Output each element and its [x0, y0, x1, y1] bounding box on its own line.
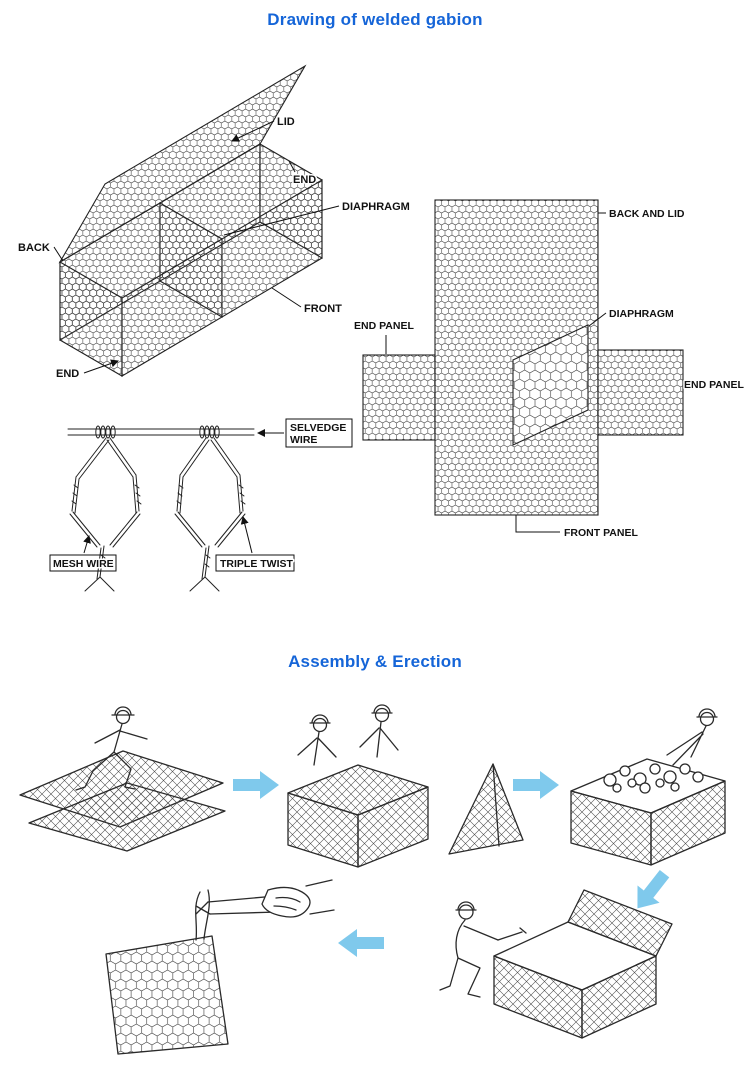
gabion-box: [493, 889, 673, 1039]
label-end-top: END: [293, 174, 316, 186]
label-front-panel: FRONT PANEL: [564, 527, 638, 539]
arrow-left-icon: [338, 929, 384, 957]
section-title-drawing: Drawing of welded gabion: [267, 10, 483, 29]
label-triple-twist: TRIPLE TWIST: [220, 558, 293, 570]
iso-box-faces: [58, 64, 323, 377]
flat-leader-lines: [385, 212, 607, 533]
end-bottom-leader-line: [83, 359, 119, 374]
arrow-down-left-icon: [637, 869, 670, 909]
worker-figure-2: [359, 704, 399, 758]
selvedge-coils: [95, 425, 220, 439]
label-front: FRONT: [304, 303, 342, 315]
triple-twist-label-box: [215, 554, 295, 572]
arrow-right-icon: [513, 771, 559, 799]
wire-detail-callouts: SELVEDGE WIRE MESH WIRE TRIPLE TWIST: [49, 418, 353, 572]
iso-gabion-diagram: LID END DIAPHRAGM BACK FRONT END: [17, 64, 412, 382]
front-panel-leader-line: [515, 515, 560, 533]
mesh-wire-arrow: [83, 535, 91, 554]
iso-leader-lines: [53, 120, 340, 374]
label-back-and-lid: BACK AND LID: [609, 208, 685, 220]
end-panel-right: [597, 349, 684, 436]
wire-detail-diagram: SELVEDGE WIRE MESH WIRE TRIPLE TWIST: [49, 418, 353, 592]
iso-labels: LID END DIAPHRAGM BACK FRONT END: [17, 115, 412, 382]
label-lid: LID: [277, 116, 295, 128]
flow-arrow-left: [338, 929, 384, 957]
mesh-wire-label-box: [49, 554, 117, 572]
hard-hat: [371, 704, 393, 714]
label-diaphragm: DIAPHRAGM: [609, 308, 674, 320]
diaphragm-flap: [512, 324, 589, 446]
flat-pattern-diagram: BACK AND LID END PANEL DIAPHRAGM END PAN…: [353, 199, 746, 541]
hard-hat: [309, 714, 331, 724]
assembly-step-fill-illustration: [570, 708, 726, 866]
worker-figure-crouching: [439, 901, 527, 998]
front-panel: [121, 179, 323, 377]
hard-hat: [455, 901, 477, 911]
stones: [603, 763, 704, 794]
label-selvedge-line2: WIRE: [290, 434, 317, 446]
hand-tool: [497, 927, 527, 941]
gabion-box: [287, 764, 429, 868]
front-leader-line: [271, 287, 302, 308]
lid-flap: [567, 889, 673, 957]
label-back: BACK: [18, 242, 50, 254]
label-end-panel-right: END PANEL: [684, 379, 744, 391]
arrow-right-icon: [233, 771, 279, 799]
selvedge-bar: [67, 428, 255, 436]
end-top-leader-line: [288, 160, 296, 173]
flow-arrow-right-1: [233, 771, 279, 799]
end-panel-left: [362, 354, 436, 441]
folded-mesh-piece-illustration: [448, 763, 524, 855]
assembly-step-close-lid-illustration: [439, 889, 673, 1039]
triple-twist-arrow: [240, 516, 253, 554]
flat-mesh-sheets: [19, 750, 226, 852]
assembly-step-unfold-illustration: [19, 706, 226, 852]
triple-twists: [71, 474, 246, 580]
hard-hat: [696, 708, 718, 718]
flat-labels: BACK AND LID END PANEL DIAPHRAGM END PAN…: [353, 207, 746, 541]
flat-panels: [362, 199, 684, 516]
hand: [261, 879, 335, 918]
mesh-wires: [69, 437, 246, 592]
assembly-step-erect-illustration: [287, 704, 429, 868]
label-diaphragm: DIAPHRAGM: [342, 201, 410, 213]
back-leader-line: [53, 246, 64, 262]
gabion-box: [570, 758, 726, 866]
diaphragm-leader-line: [223, 205, 340, 236]
lid-leader-line: [231, 120, 275, 142]
diaphragm-leader-line: [588, 312, 607, 327]
worker-figure: [666, 708, 718, 766]
label-end-panel-left: END PANEL: [354, 320, 414, 332]
hex-mesh-patch: [105, 935, 229, 1055]
label-selvedge-line1: SELVEDGE: [290, 422, 346, 434]
hard-hat: [111, 706, 135, 716]
worker-figure: [297, 714, 337, 766]
worker-figure: [75, 706, 148, 791]
section-title-assembly: Assembly & Erection: [288, 652, 462, 671]
arm: [305, 879, 335, 915]
assembly-step-tie-wire-illustration: [105, 879, 335, 1055]
flow-arrow-right-2: [513, 771, 559, 799]
label-mesh-wire: MESH WIRE: [53, 558, 114, 570]
tie-wires: [195, 889, 210, 941]
flow-arrow-down-left: [637, 869, 670, 909]
selvedge-label-box: [285, 418, 353, 448]
mesh-wedge: [448, 763, 524, 855]
label-end-bottom: END: [56, 368, 79, 380]
